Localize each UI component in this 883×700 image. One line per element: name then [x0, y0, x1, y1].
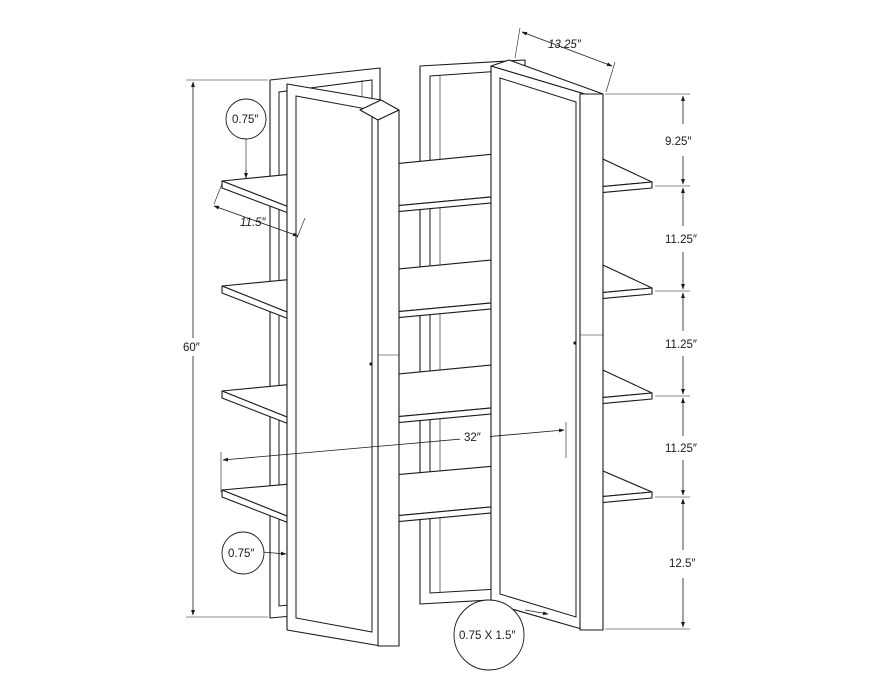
depth-label: 13.25″: [548, 39, 582, 51]
callout-top-label: 0.75″: [232, 114, 258, 126]
depth-dimension: 13.25″: [514, 27, 616, 93]
height-dimension: 60″: [180, 79, 268, 618]
gap-bottom-label: 12.5″: [669, 558, 695, 570]
gap-2-label: 11.25″: [665, 234, 697, 246]
callout-bottom-label: 0.75″: [228, 548, 254, 560]
height-label: 60″: [183, 342, 200, 354]
callout-tube-size: 0.75 X 1.5″: [453, 599, 549, 671]
gap-4-label: 11.25″: [665, 443, 697, 455]
right-front-frame: [490, 59, 604, 631]
callout-shelf-thickness-bottom: 0.75″: [221, 531, 287, 575]
left-front-frame: [286, 83, 400, 647]
gap-top-label: 9.25″: [665, 136, 691, 148]
shelf-depth-label: 11.5″: [240, 217, 267, 229]
shelf-depth-dimension: 11.5″: [213, 183, 306, 239]
gap-3-label: 11.25″: [665, 339, 697, 351]
width-dimension: 32″: [220, 422, 567, 492]
callout-tube-label: 0.75 X 1.5″: [459, 630, 516, 642]
width-label: 32″: [464, 432, 481, 444]
shelf-gap-dimensions: 9.25″ 11.25″ 11.25″ 11.25″ 12.5″: [605, 93, 697, 630]
callout-shelf-thickness-top: 0.75″: [225, 98, 267, 179]
